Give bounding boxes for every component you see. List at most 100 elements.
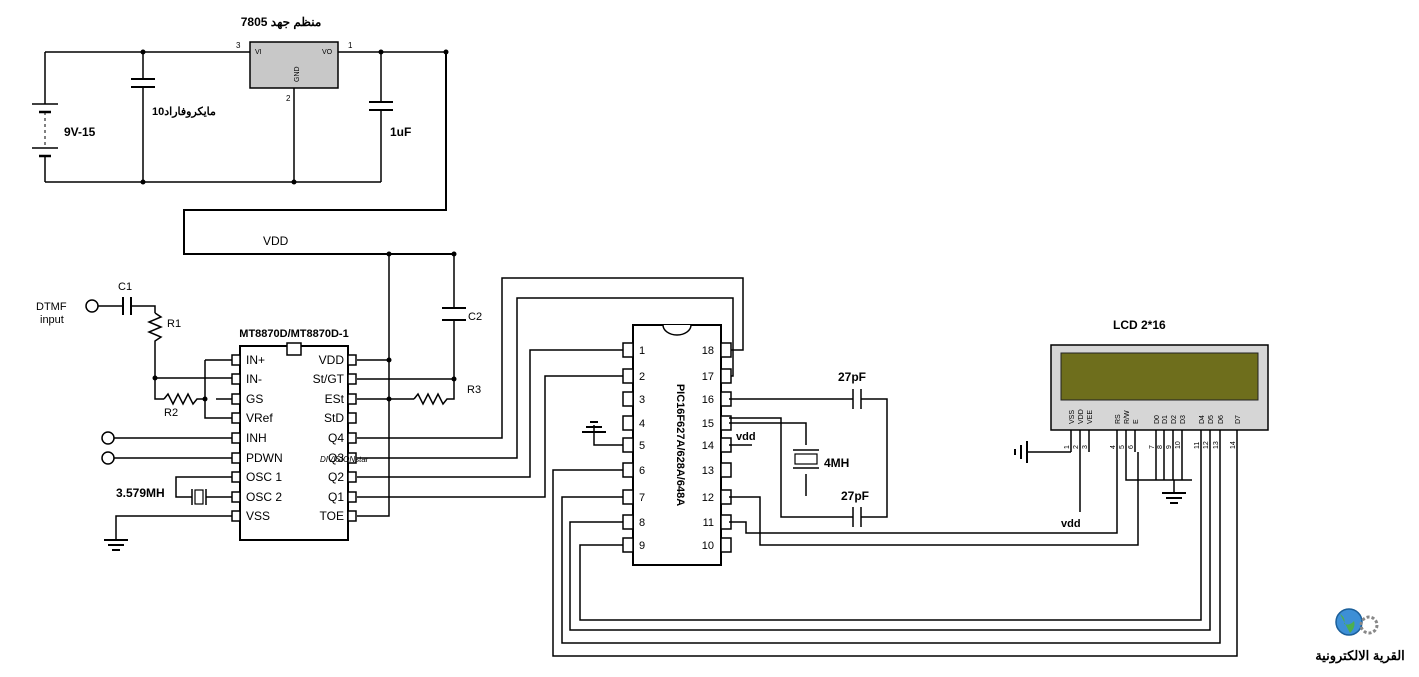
logo-text: القرية الالكترونية bbox=[1315, 648, 1405, 664]
pic-right-pin-number: 16 bbox=[702, 394, 714, 406]
pic-left-pin-number: 6 bbox=[639, 465, 645, 477]
cap-bottom-label: 27pF bbox=[841, 489, 869, 503]
lcd-pin-number: 5 bbox=[1119, 445, 1126, 449]
mt8870-right-pin-label: TOE bbox=[320, 509, 344, 523]
mt8870-right-pin bbox=[347, 491, 357, 503]
pic-left-pin bbox=[622, 514, 634, 530]
lcd-pin-name: R/W bbox=[1124, 410, 1131, 424]
lcd-pin-number: 8 bbox=[1157, 445, 1164, 449]
pic-left-pin bbox=[622, 342, 634, 358]
pic-right-pin bbox=[720, 342, 732, 358]
mt8870-right-pin-label: Q2 bbox=[328, 470, 344, 484]
lcd-pin-number: 4 bbox=[1110, 445, 1117, 449]
regulator-gnd-label: GND bbox=[294, 66, 301, 82]
pic-left-pin-number: 4 bbox=[639, 418, 645, 430]
lcd-title: LCD 2*16 bbox=[1113, 318, 1166, 332]
lcd-pin-number: 12 bbox=[1203, 441, 1210, 449]
lcd-pin-name: D6 bbox=[1218, 415, 1225, 424]
r1-resistor bbox=[147, 312, 163, 378]
r1-label: R1 bbox=[167, 318, 181, 330]
lcd-pin-number: 11 bbox=[1194, 442, 1201, 449]
pic-left-pin bbox=[622, 368, 634, 384]
lcd-pin-number: 6 bbox=[1128, 445, 1135, 449]
mt8870-left-pin-label: GS bbox=[246, 392, 263, 406]
cap-top-label: 27pF bbox=[838, 370, 866, 384]
mt8870-left-pin-label: PDWN bbox=[246, 451, 283, 465]
lcd-pin-name: D7 bbox=[1235, 415, 1242, 424]
regulator-vi-label: VI bbox=[255, 49, 262, 56]
mt8870-left-pin bbox=[231, 491, 241, 503]
logo: القرية الالكترونية bbox=[1315, 608, 1405, 664]
pic-right-pin-number: 17 bbox=[702, 371, 714, 383]
lcd-pin-name: VEE bbox=[1087, 410, 1094, 424]
lcd-pin-name: VSS bbox=[1069, 410, 1076, 424]
pic-left-pin-number: 1 bbox=[639, 345, 645, 357]
mt8870-left-pin-label: IN+ bbox=[246, 353, 265, 367]
mt8870-title: MT8870D/MT8870D-1 bbox=[239, 328, 348, 340]
r2-label: R2 bbox=[164, 407, 178, 419]
lcd-section: LCD 2*16 VSS1VDD2VEE3RS4R/W5E6D07D18D29D… bbox=[1014, 318, 1269, 530]
pic-crystal-label: 4MH bbox=[824, 456, 849, 470]
mt8870-left-pin bbox=[231, 373, 241, 385]
pic-right-pin-number: 13 bbox=[702, 465, 714, 477]
pic-right-pin-number: 10 bbox=[702, 540, 714, 552]
mt8870-left-pin-label: INH bbox=[246, 431, 267, 445]
mt8870-left-pin-label: OSC 2 bbox=[246, 490, 282, 504]
lcd-pin-name: D4 bbox=[1199, 415, 1206, 424]
pic-right-pin-number: 18 bbox=[702, 345, 714, 357]
mt8870-right-pin bbox=[347, 393, 357, 405]
pic-left-pin bbox=[622, 437, 634, 453]
mt8870-left-pin bbox=[231, 393, 241, 405]
dtmf-to-pic-wiring bbox=[357, 277, 744, 498]
mt8870-left-pin-label: IN- bbox=[246, 372, 262, 386]
dtmf-input-label-2: input bbox=[40, 314, 64, 326]
c2-label: C2 bbox=[468, 311, 482, 323]
mt8870-left-pin-label: VRef bbox=[246, 411, 273, 425]
pic-left-pin bbox=[622, 489, 634, 505]
regulator-pin-gnd: 2 bbox=[286, 94, 291, 103]
lcd-pin-number: 3 bbox=[1082, 445, 1089, 449]
pic-left-pin-number: 3 bbox=[639, 394, 645, 406]
regulator-pin-out: 1 bbox=[348, 41, 353, 50]
pic-left-pin bbox=[622, 462, 634, 478]
pic-right-pin bbox=[720, 368, 732, 384]
mt8870-left-pin bbox=[231, 412, 241, 424]
pic-right-pin bbox=[720, 537, 732, 553]
mt8870-right-pin bbox=[347, 510, 357, 522]
pic-crystal bbox=[794, 453, 818, 465]
mt8870-left-pin bbox=[231, 354, 241, 366]
lcd-pin-number: 7 bbox=[1149, 445, 1156, 449]
dtmf-input-label: DTMF bbox=[36, 301, 67, 313]
pic-right-pin-number: 11 bbox=[703, 517, 714, 529]
pic-right-pin-number: 12 bbox=[702, 492, 714, 504]
pic-right-pin bbox=[720, 462, 732, 478]
lcd-pin-number: 14 bbox=[1230, 441, 1237, 449]
lcd-pin-number: 1 bbox=[1064, 445, 1071, 449]
vdd-rail-label: VDD bbox=[263, 234, 289, 248]
lcd-screen bbox=[1060, 352, 1259, 401]
pic-to-lcd-wiring bbox=[552, 452, 1238, 657]
lcd-pin-name: D2 bbox=[1171, 415, 1178, 424]
lcd-pin-name: D3 bbox=[1180, 415, 1187, 424]
pic-left-pin bbox=[622, 391, 634, 407]
mt8870-right-pin bbox=[347, 471, 357, 483]
regulator-vo-label: VO bbox=[322, 49, 333, 56]
lcd-pin-number: 2 bbox=[1073, 445, 1080, 449]
pic-section: PIC16F627A/628A/648A 1234567891817161514… bbox=[582, 324, 888, 566]
input-capacitor-label: 10مايكروفاراد bbox=[152, 106, 216, 118]
power-supply-section: 7805 منظم جهد VI VO GND 3 1 2 9V-15 10ما… bbox=[32, 15, 457, 257]
watermark-text: DIVISIONstar bbox=[320, 455, 369, 464]
pic-chip-body bbox=[632, 324, 722, 566]
mt8870-right-pin-label: Q1 bbox=[328, 490, 344, 504]
mt8870-right-pin-label: Q4 bbox=[328, 431, 344, 445]
lcd-vdd-label: vdd bbox=[1061, 518, 1081, 530]
mt8870-right-pin-label: VDD bbox=[319, 353, 345, 367]
pic-left-pin-number: 8 bbox=[639, 517, 645, 529]
mt8870-left-pin bbox=[231, 471, 241, 483]
mt8870-right-pin bbox=[347, 354, 357, 366]
dtmf-crystal-label: 3.579MH bbox=[116, 486, 165, 500]
lcd-pin-number: 10 bbox=[1175, 441, 1182, 449]
c1-label: C1 bbox=[118, 281, 132, 293]
